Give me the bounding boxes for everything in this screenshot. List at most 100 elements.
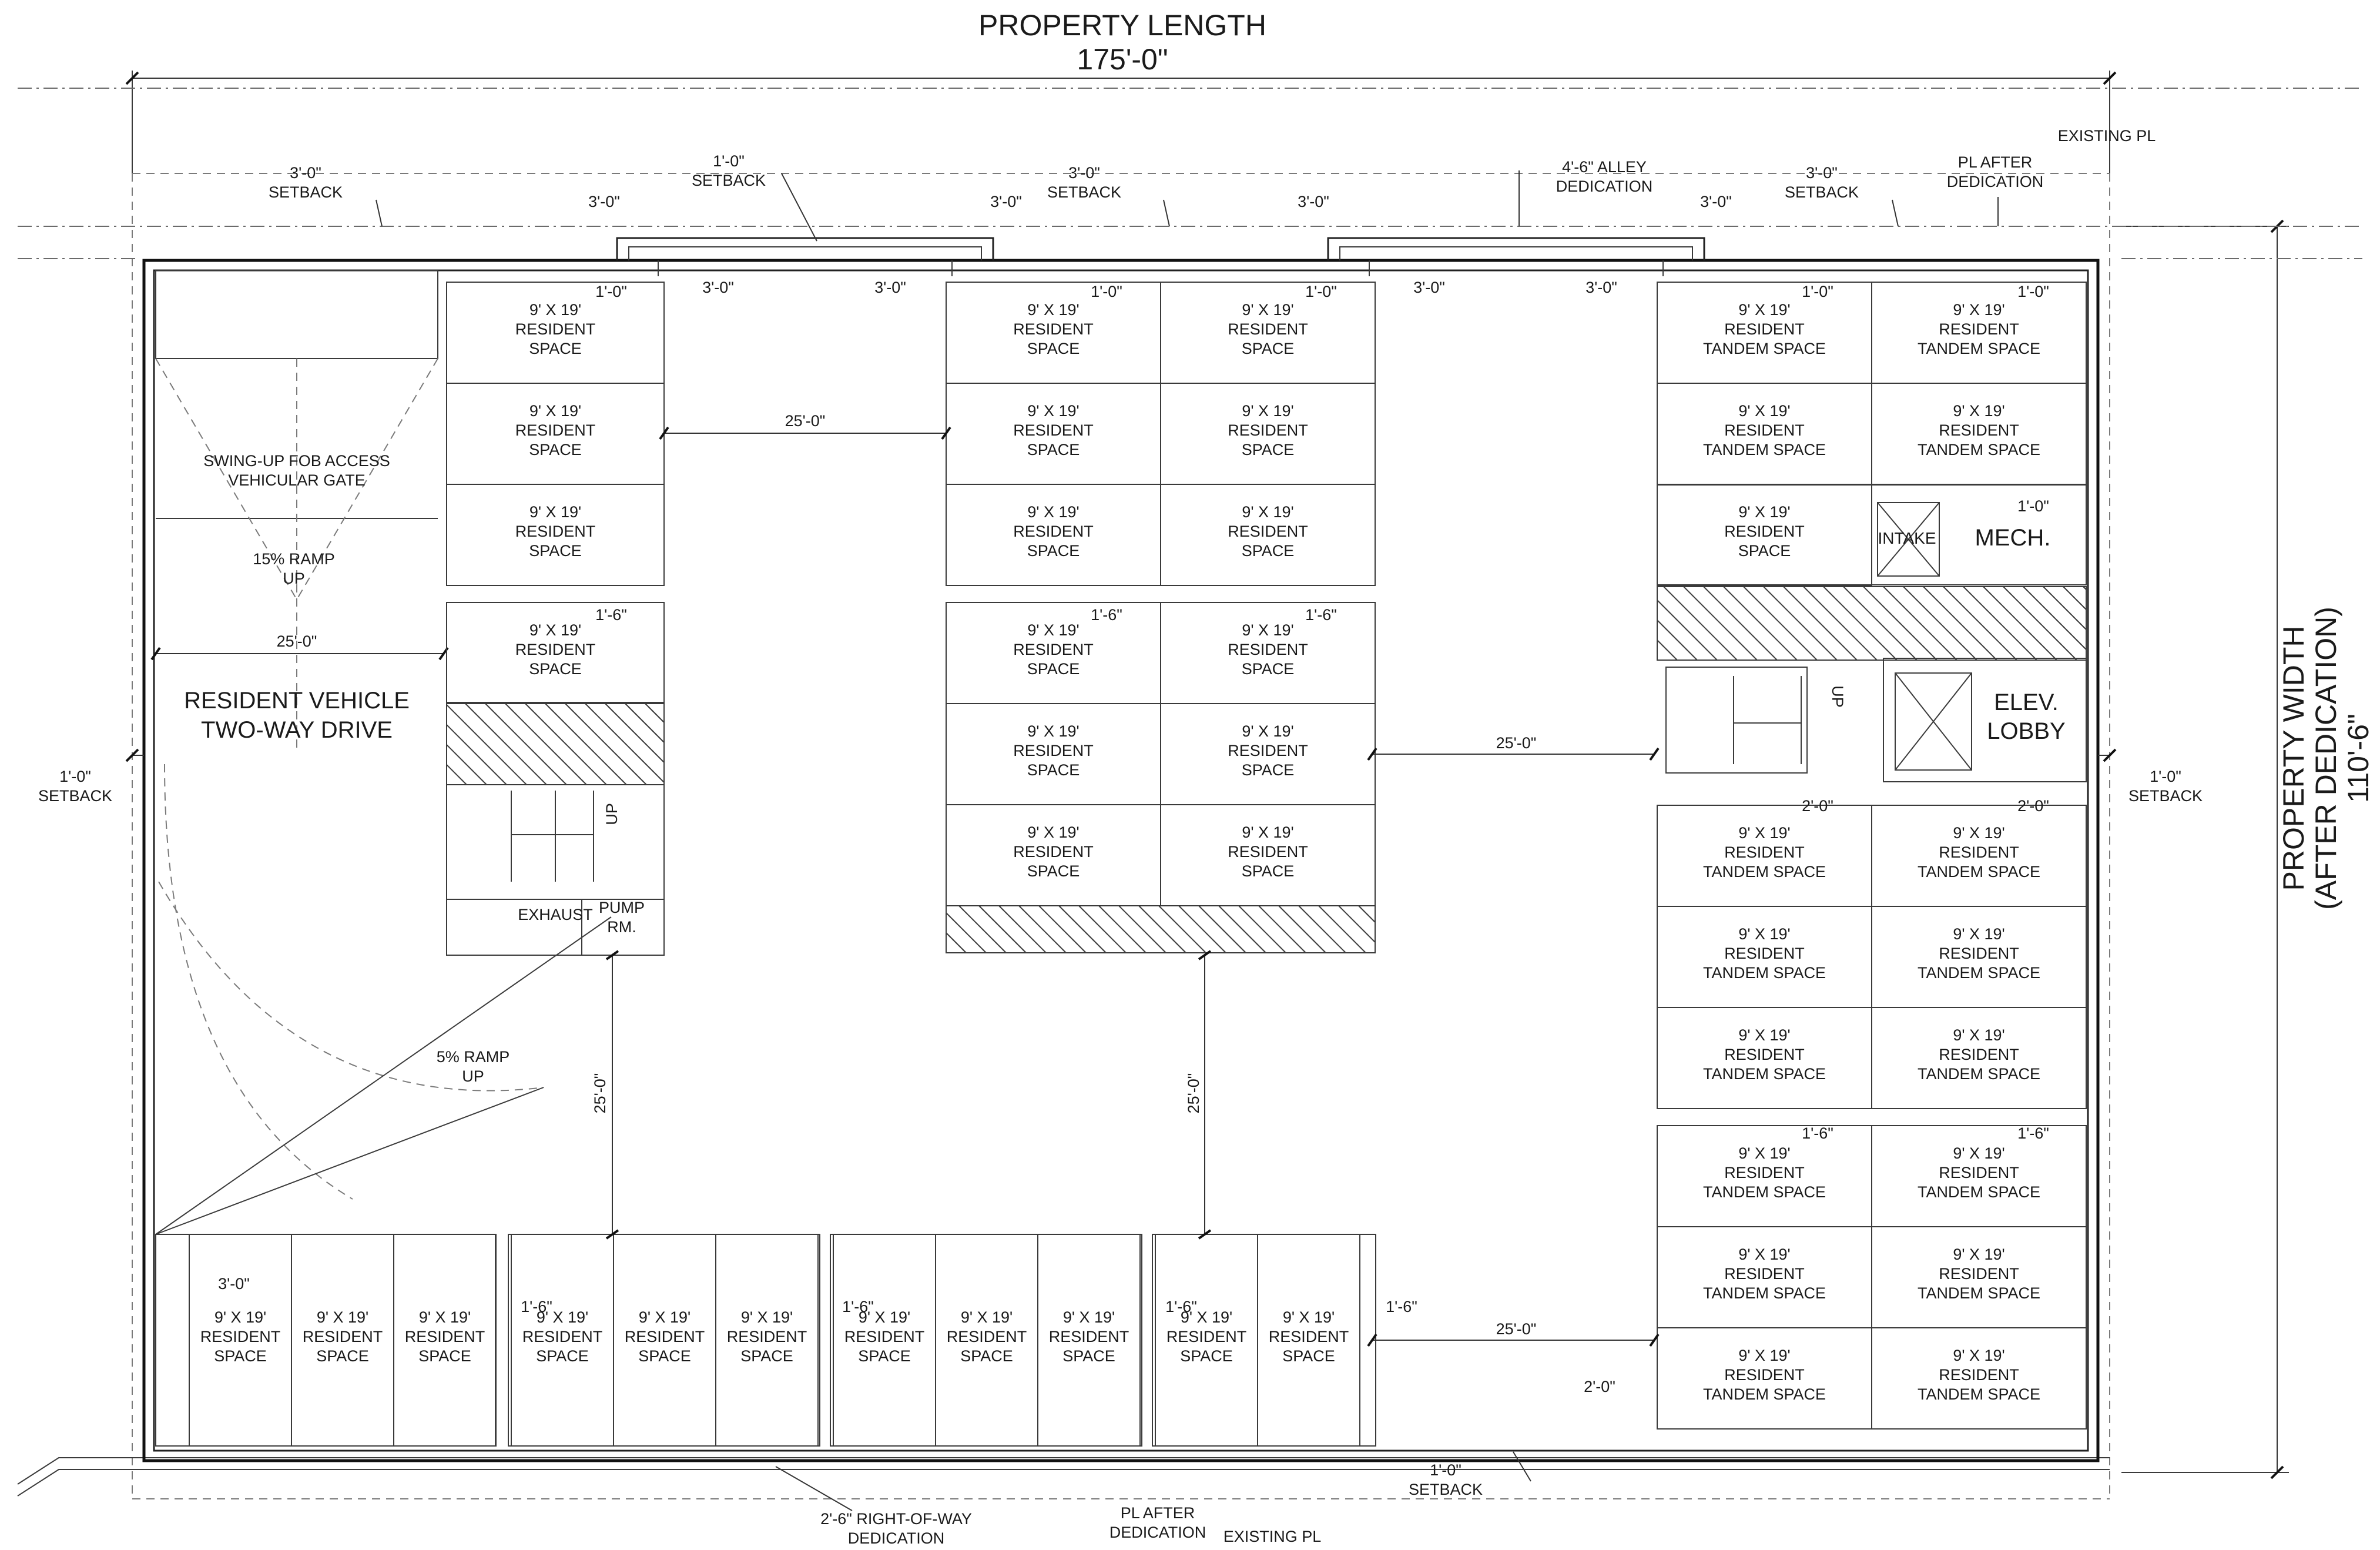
stall-tandem: TANDEM SPACE [1918, 964, 2040, 982]
stall-type: RESIDENT [1724, 945, 1805, 962]
dim-1ft-c: 1'-0" [1305, 283, 1337, 300]
dim-top-g: 3'-0" [1413, 279, 1445, 296]
drive-width-dim: 25'-0" [277, 632, 317, 650]
hatch-line [465, 703, 547, 785]
stall-type: RESIDENT [1013, 742, 1094, 759]
stall-type: RESIDENT [1228, 641, 1308, 658]
hatch-outline [946, 905, 1376, 953]
stall-space: SPACE [1027, 761, 1080, 779]
stall-space: SPACE [1027, 441, 1080, 458]
stall-size: 9' X 19' [1027, 503, 1079, 521]
tandem-stall: 9' X 19' RESIDENT TANDEM SPACE [1871, 906, 2087, 1008]
setback-left-dim: 1'-0" [59, 768, 91, 785]
stall-size: 9' X 19' [1953, 925, 2004, 943]
dim-1ft-f: 1'-0" [2017, 497, 2049, 515]
dim-16-g: 1'-6" [842, 1298, 874, 1315]
hatch-line [1923, 586, 1997, 661]
dim-top-e: 3'-0" [702, 279, 734, 296]
hatch-line [1763, 586, 1838, 661]
ramp5-label-2: UP [462, 1067, 484, 1085]
stall-size: 9' X 19' [1738, 824, 1790, 842]
stall-space: SPACE [740, 1347, 793, 1365]
stall-type: RESIDENT [405, 1328, 485, 1345]
stall-size: 9' X 19' [1738, 1347, 1790, 1364]
stall-space: SPACE [529, 340, 582, 357]
hatch-line [1298, 905, 1346, 953]
stall-type: RESIDENT [947, 1328, 1027, 1345]
hatch-line [1318, 905, 1366, 953]
stall-size: 9' X 19' [1953, 301, 2004, 319]
pump-label-1: PUMP [599, 899, 645, 916]
dim-16-d: 1'-6" [1802, 1124, 1833, 1142]
property-length-label: PROPERTY LENGTH [978, 9, 1266, 42]
stall-group-outline [830, 1234, 1142, 1447]
stall-size: 9' X 19' [1242, 503, 1293, 521]
gate-label-2: VEHICULAR GATE [228, 471, 366, 489]
stall-type: RESIDENT [1228, 421, 1308, 439]
hatch-line [1723, 586, 1798, 661]
hatch-line [2023, 586, 2087, 650]
stall-space: SPACE [529, 542, 582, 560]
stall-type: RESIDENT [522, 1328, 603, 1345]
stall-type: RESIDENT [1724, 843, 1805, 861]
stall-size: 9' X 19' [1283, 1308, 1335, 1326]
alley-label-2: DEDICATION [1556, 178, 1653, 195]
property-width-label: PROPERTY WIDTH [2277, 626, 2310, 891]
stall-type: RESIDENT [1939, 1046, 2019, 1063]
stall-tandem: TANDEM SPACE [1918, 1284, 2040, 1302]
stall-space: SPACE [960, 1347, 1013, 1365]
stall-type: RESIDENT [1939, 945, 2019, 962]
elev-label-2: LOBBY [1987, 718, 2065, 744]
hatch-line [446, 724, 507, 785]
middle-hatch [946, 905, 1376, 953]
stall-space: SPACE [529, 441, 582, 458]
hatch-line [446, 764, 467, 785]
stall-size: 9' X 19' [1953, 1246, 2004, 1263]
ramp15-label-2: UP [283, 570, 305, 587]
setback-bottom-label: SETBACK [1409, 1481, 1483, 1498]
pl-after-bottom-1: PL AFTER [1121, 1504, 1195, 1522]
hatch-line [1138, 905, 1186, 953]
setback-tc2-dim: 3'-0" [1068, 164, 1100, 182]
setback-tc1-dim: 1'-0" [713, 152, 745, 170]
dim-2ft-b: 2'-0" [2017, 797, 2049, 815]
stall-type: RESIDENT [515, 421, 596, 439]
stall-size: 9' X 19' [1027, 402, 1079, 420]
stall-type: RESIDENT [1939, 843, 2019, 861]
stall-tandem: TANDEM SPACE [1918, 863, 2040, 881]
dim-1ft-d: 1'-0" [1802, 283, 1833, 300]
stall-size: 9' X 19' [1738, 1026, 1790, 1044]
pl-after-bottom-2: DEDICATION [1109, 1524, 1206, 1541]
stall-tandem: TANDEM SPACE [1918, 1065, 2040, 1083]
left-stair-core: UP EXHAUST PUMP RM. [446, 702, 665, 956]
hatch-line [1983, 586, 2057, 661]
stall-tandem: TANDEM SPACE [1703, 441, 1826, 458]
row-label-1: 2'-6" RIGHT-OF-WAY [820, 1510, 972, 1528]
hatch-line [1058, 905, 1107, 953]
hatch-line [1218, 905, 1266, 953]
hatch-line [1278, 905, 1326, 953]
dim-16-c: 1'-6" [1305, 606, 1337, 624]
dim-2ft-a: 2'-0" [1802, 797, 1833, 815]
hatch-line [998, 905, 1047, 953]
stall-type: RESIDENT [1939, 421, 2019, 439]
stall-outline [1871, 383, 2087, 485]
hatch-line [1018, 905, 1067, 953]
stall-size: 9' X 19' [214, 1308, 266, 1326]
setback-tl-dim: 3'-0" [290, 164, 321, 182]
mech-label: MECH. [1975, 525, 2051, 551]
stall-outline [1160, 804, 1376, 906]
setback-tc2-label: SETBACK [1047, 183, 1121, 201]
stall-type: RESIDENT [1724, 1046, 1805, 1063]
stall-space: SPACE [638, 1347, 691, 1365]
stall-type: RESIDENT [515, 523, 596, 540]
